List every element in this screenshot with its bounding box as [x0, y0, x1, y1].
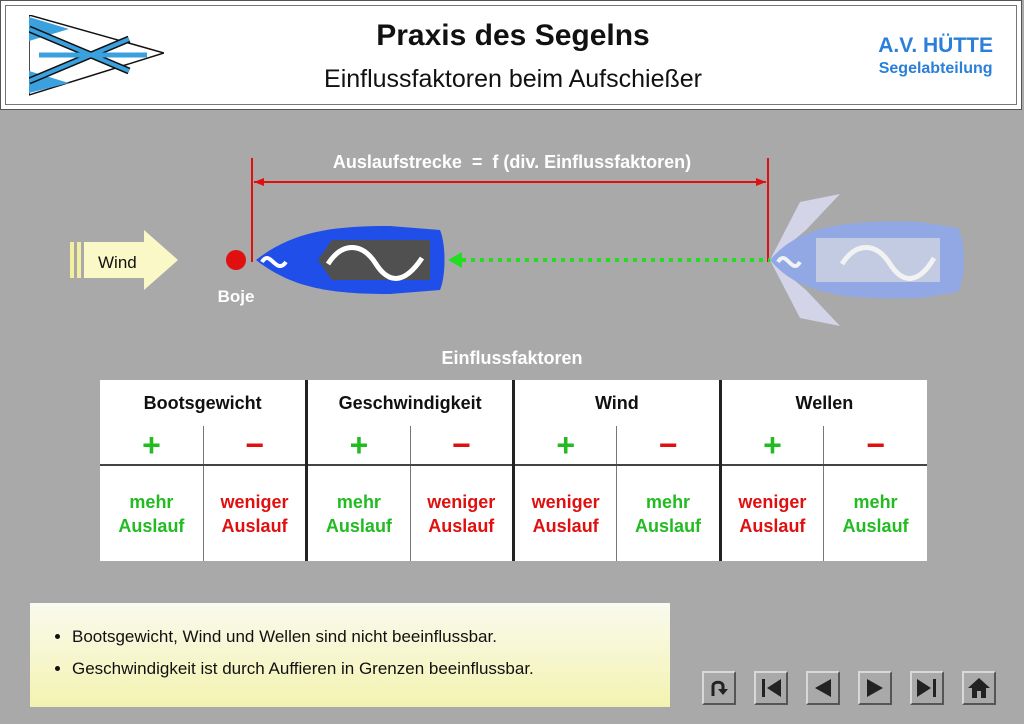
factor-header: Wind	[513, 380, 722, 426]
page-title: Praxis des Segelns	[376, 19, 650, 52]
factor-header: Geschwindigkeit	[306, 380, 515, 426]
factors-title: Einflussfaktoren	[441, 348, 583, 368]
factors-table: Bootsgewicht Geschwindigkeit Wind Wellen…	[100, 380, 927, 561]
return-button[interactable]	[702, 671, 736, 705]
club-logo-icon	[29, 15, 164, 96]
effect-line: weniger	[738, 491, 807, 512]
minus-sign: −	[203, 426, 309, 466]
effect-line: Auslauf	[221, 515, 288, 536]
effect-line: mehr	[853, 491, 898, 512]
plus-sign: +	[306, 426, 411, 466]
first-icon	[762, 679, 781, 697]
plus-sign: +	[100, 426, 204, 466]
minus-sign: −	[823, 426, 927, 466]
effect-line: Auslauf	[842, 515, 909, 536]
distance-label: Auslaufstrecke = f (div. Einflussfaktore…	[333, 152, 691, 172]
minus-sign: −	[410, 426, 516, 466]
page-subtitle: Einflussfaktoren beim Aufschießer	[324, 65, 702, 93]
shooting-up-diagram: Auslaufstrecke = f (div. Einflussfaktore…	[70, 152, 964, 326]
org-name: A.V. HÜTTE	[878, 34, 993, 57]
home-icon	[968, 678, 990, 698]
effect-line: mehr	[129, 491, 174, 512]
ghost-boat-icon	[770, 194, 964, 326]
next-icon	[867, 679, 883, 697]
factor-header: Bootsgewicht	[100, 380, 309, 426]
factor-header: Wellen	[795, 392, 854, 413]
effect-line: Auslauf	[428, 515, 495, 536]
plus-sign: +	[513, 426, 618, 466]
next-page-button[interactable]	[858, 671, 892, 705]
previous-icon	[815, 679, 831, 697]
effect-line: mehr	[336, 491, 381, 512]
first-page-button[interactable]	[754, 671, 788, 705]
plus-sign: +	[720, 426, 825, 466]
notes-box: Bootsgewicht, Wind und Wellen sind nicht…	[30, 603, 670, 707]
note-item: Bootsgewicht, Wind und Wellen sind nicht…	[72, 627, 670, 647]
distance-arrow-left-icon	[254, 178, 264, 186]
last-page-button[interactable]	[910, 671, 944, 705]
effect-line: Auslauf	[739, 515, 806, 536]
organization: A.V. HÜTTE Segelabteilung	[878, 34, 993, 78]
effect-line: Auslauf	[118, 515, 185, 536]
note-item: Geschwindigkeit ist durch Auffieren in G…	[72, 659, 670, 679]
buoy-icon	[226, 250, 246, 270]
header-frame	[5, 5, 1017, 105]
buoy-label: Boje	[218, 287, 255, 306]
effect-line: weniger	[427, 491, 496, 512]
boat-icon	[256, 226, 445, 294]
minus-sign: −	[616, 426, 722, 466]
org-department: Segelabteilung	[878, 60, 993, 77]
effect-line: Auslauf	[635, 515, 702, 536]
effect-line: weniger	[531, 491, 600, 512]
effect-line: weniger	[220, 491, 289, 512]
previous-page-button[interactable]	[806, 671, 840, 705]
last-icon	[917, 679, 936, 697]
track-arrow-icon	[448, 252, 462, 268]
distance-arrow-right-icon	[756, 178, 766, 186]
home-button[interactable]	[962, 671, 996, 705]
return-icon	[711, 680, 728, 696]
wind-arrow-icon: Wind	[70, 230, 178, 290]
effect-line: Auslauf	[325, 515, 392, 536]
wind-label: Wind	[98, 253, 137, 272]
header: Praxis des Segelns Einflussfaktoren beim…	[0, 0, 1022, 110]
effect-line: mehr	[646, 491, 691, 512]
effect-line: Auslauf	[532, 515, 599, 536]
